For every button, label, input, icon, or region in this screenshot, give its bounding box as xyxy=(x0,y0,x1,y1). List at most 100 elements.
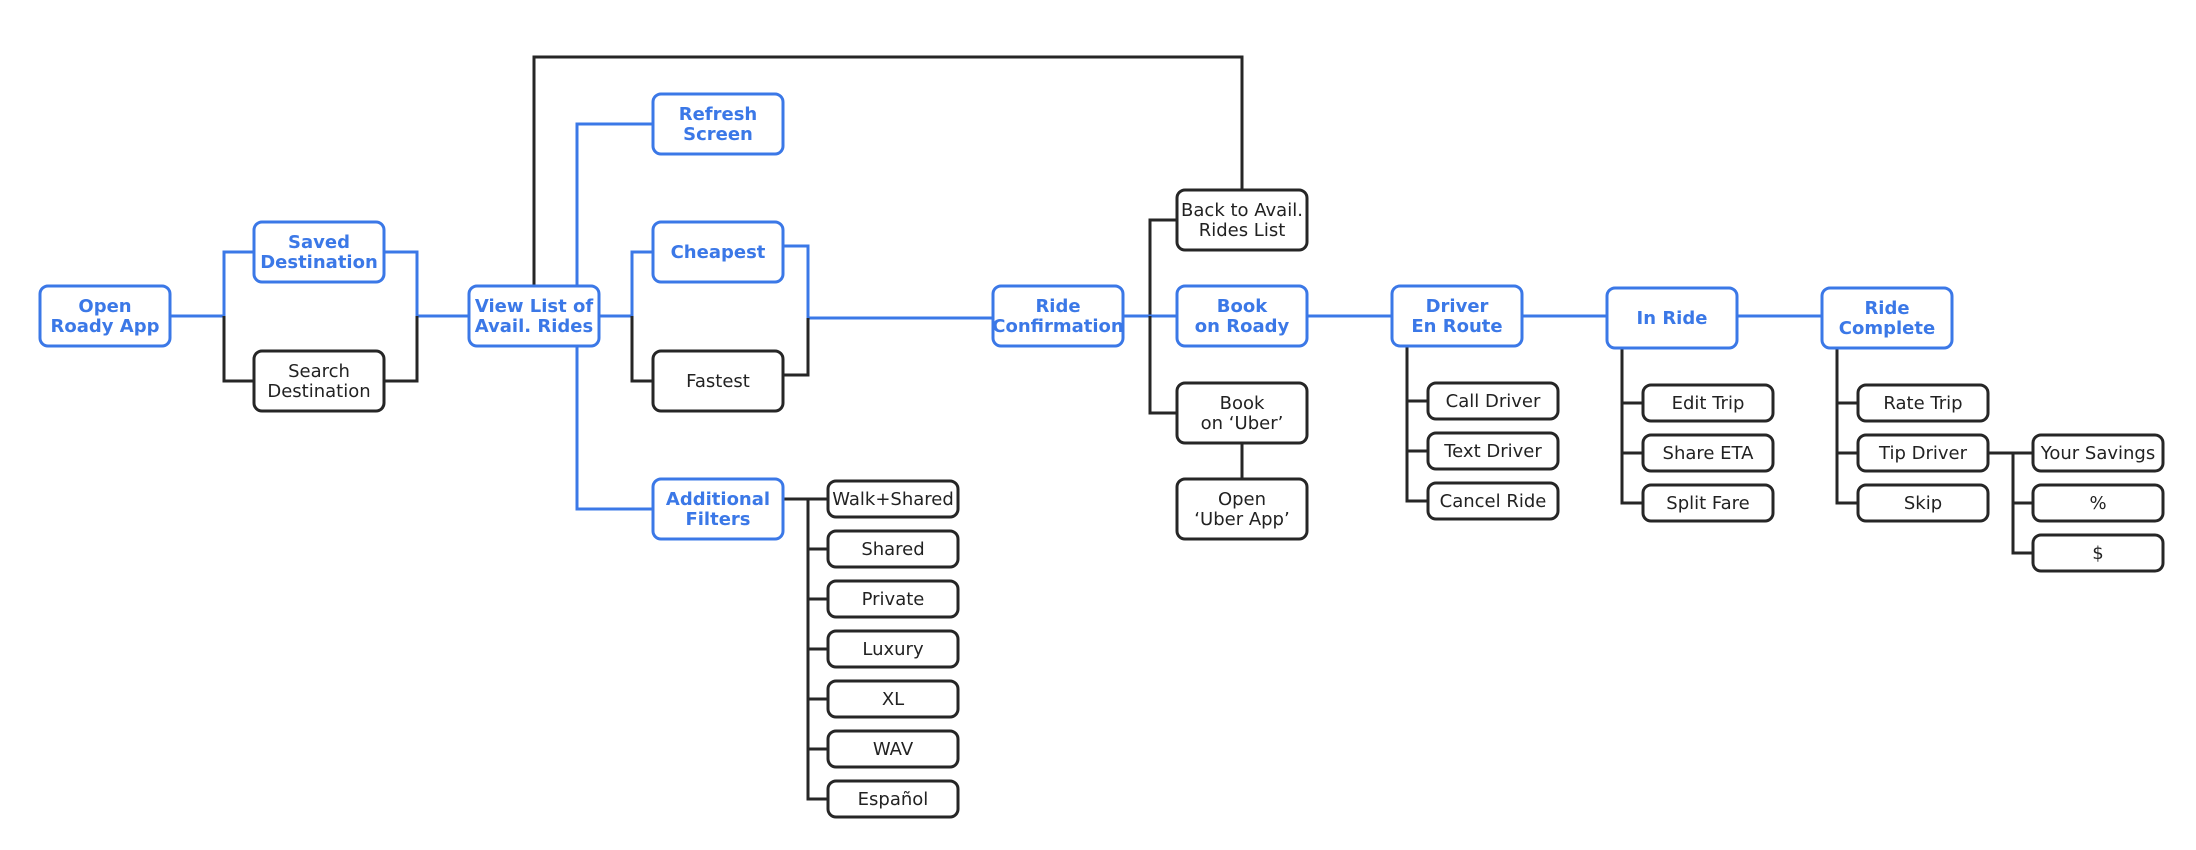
node-walk-shared: Walk+Shared xyxy=(826,479,960,519)
node-label: Refresh xyxy=(679,104,758,125)
node-edit-trip: Edit Trip xyxy=(1641,383,1775,423)
node-box xyxy=(2031,433,2165,473)
connector-view-list-to-refresh-screen xyxy=(575,122,653,286)
node-label: ‘Uber App’ xyxy=(1194,509,1289,530)
node-box xyxy=(651,477,785,541)
node-box xyxy=(1856,483,1990,523)
node-label: on Roady xyxy=(1195,316,1290,337)
node-rate-trip: Rate Trip xyxy=(1856,383,1990,423)
node-box xyxy=(1605,286,1739,350)
node-open-uber-app: Open‘Uber App’ xyxy=(1175,477,1309,541)
node-box xyxy=(1175,381,1309,445)
node-box xyxy=(252,349,386,413)
connector-additional-filters-to-luxury xyxy=(806,599,828,651)
node-label: Luxury xyxy=(862,639,924,660)
node-cancel-ride: Cancel Ride xyxy=(1426,481,1560,521)
node-label: WAV xyxy=(873,739,914,760)
node-box xyxy=(2031,533,2165,573)
connector-additional-filters-to-wav xyxy=(806,699,828,751)
node-label: Shared xyxy=(861,539,924,560)
node-label: Walk+Shared xyxy=(832,489,954,510)
node-box xyxy=(826,479,960,519)
node-label: Fastest xyxy=(686,371,750,392)
node-box xyxy=(1175,284,1309,348)
node-label: Share ETA xyxy=(1663,443,1755,464)
node-box xyxy=(1390,284,1524,348)
node-label: Avail. Rides xyxy=(475,316,593,337)
connector-view-list-to-cheapest xyxy=(599,250,653,318)
node-label: Cancel Ride xyxy=(1440,491,1547,512)
node-tip-driver: Tip Driver xyxy=(1856,433,1990,473)
node-box xyxy=(1856,433,1990,473)
node-label: Saved xyxy=(288,232,350,253)
node-xl: XL xyxy=(826,679,960,719)
node-dollar: $ xyxy=(2031,533,2165,573)
node-box xyxy=(38,284,172,348)
node-box xyxy=(1175,188,1309,252)
node-fastest: Fastest xyxy=(651,349,785,413)
connector-search-destination-to-view-list xyxy=(384,316,419,383)
node-label: Rate Trip xyxy=(1883,393,1962,414)
node-label: on ‘Uber’ xyxy=(1201,413,1284,434)
node-box xyxy=(826,679,960,719)
node-label: Tip Driver xyxy=(1878,443,1968,464)
node-label: Edit Trip xyxy=(1672,393,1745,414)
node-label: Private xyxy=(862,589,925,610)
connector-fastest-to-ride-confirmation xyxy=(783,318,810,377)
node-back-to-list: Back to Avail.Rides List xyxy=(1175,188,1309,252)
node-box xyxy=(1426,381,1560,421)
node-label: XL xyxy=(882,689,904,710)
node-label: Roady App xyxy=(51,316,160,337)
node-cheapest: Cheapest xyxy=(651,220,785,284)
node-box xyxy=(651,92,785,156)
node-label: Confirmation xyxy=(992,316,1123,337)
connector-additional-filters-to-xl xyxy=(806,649,828,701)
connector-cheapest-to-ride-confirmation xyxy=(783,244,993,320)
node-box xyxy=(826,629,960,669)
node-label: Additional xyxy=(666,489,770,510)
node-box xyxy=(826,729,960,769)
node-label: % xyxy=(2089,493,2106,514)
node-percent: % xyxy=(2031,483,2165,523)
node-box xyxy=(651,349,785,413)
node-text-driver: Text Driver xyxy=(1426,431,1560,471)
node-box xyxy=(826,779,960,819)
connector-ride-complete-to-tip-driver xyxy=(1835,403,1858,455)
node-box xyxy=(826,579,960,619)
connector-tip-driver-to-dollar xyxy=(2011,503,2033,555)
connector-ride-complete-to-skip xyxy=(1835,453,1858,505)
connector-ride-confirmation-to-book-uber xyxy=(1148,316,1177,415)
node-box xyxy=(252,220,386,284)
connector-back-to-list-to-view-list xyxy=(532,55,1244,286)
node-label: Split Fare xyxy=(1666,493,1749,514)
node-label: Call Driver xyxy=(1446,391,1541,412)
node-box xyxy=(2031,483,2165,523)
node-luxury: Luxury xyxy=(826,629,960,669)
node-label: Text Driver xyxy=(1443,441,1542,462)
connector-ride-confirmation-to-back-to-list xyxy=(1148,218,1177,316)
node-box xyxy=(467,284,601,348)
connector-additional-filters-to-shared xyxy=(806,499,828,551)
connector-open-app-to-search-destination xyxy=(222,316,254,383)
connector-additional-filters-to-espanol xyxy=(806,749,828,801)
node-label: Book xyxy=(1220,393,1265,414)
node-label: In Ride xyxy=(1637,308,1708,329)
connector-view-list-to-additional-filters xyxy=(575,346,653,511)
node-box xyxy=(1426,481,1560,521)
node-box xyxy=(1856,383,1990,423)
connector-open-app-to-saved-destination xyxy=(170,250,254,318)
node-label: Open xyxy=(1218,489,1266,510)
connector-saved-destination-to-view-list xyxy=(384,250,469,318)
node-your-savings: Your Savings xyxy=(2031,433,2165,473)
node-box xyxy=(651,220,785,284)
node-label: Destination xyxy=(260,252,378,273)
